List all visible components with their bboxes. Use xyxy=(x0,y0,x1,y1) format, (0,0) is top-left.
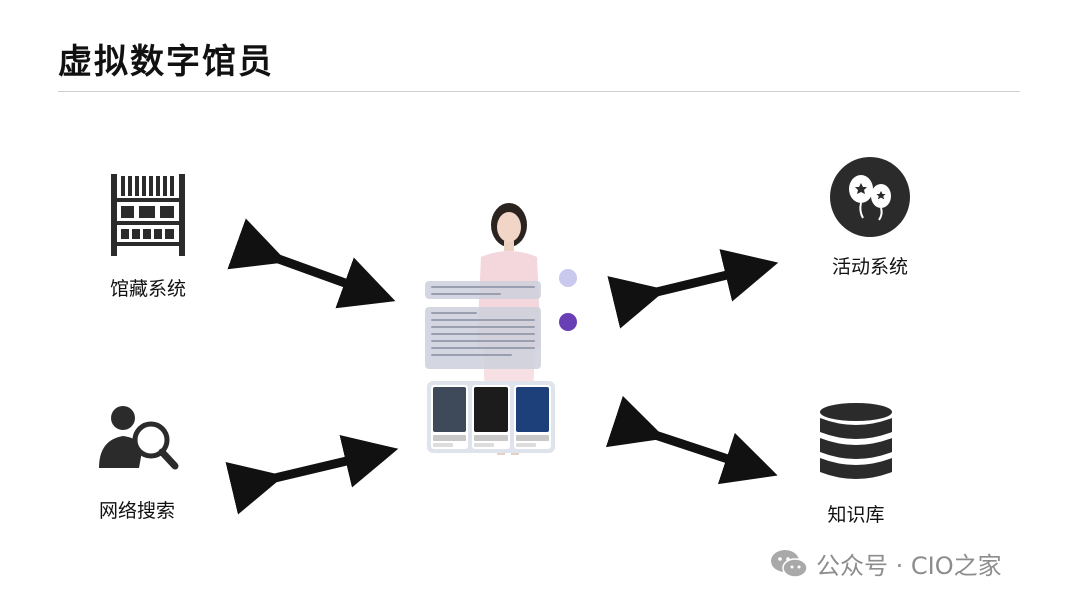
digital-librarian-screen xyxy=(421,197,583,461)
chat-bubble-answer xyxy=(425,307,541,369)
node-knowledge: 知识库 xyxy=(812,402,900,527)
wechat-icon xyxy=(771,549,808,578)
database-icon xyxy=(820,403,892,479)
chat-bubble-question xyxy=(425,281,541,299)
arrow-activity xyxy=(607,249,779,329)
title-divider xyxy=(58,91,1020,92)
node-knowledge-label: 知识库 xyxy=(827,504,885,526)
node-collection-label: 馆藏系统 xyxy=(109,278,186,300)
arrow-collection xyxy=(227,218,396,309)
bookshelf-icon xyxy=(111,174,185,256)
book-carousel[interactable] xyxy=(427,381,555,453)
node-web-search: 网络搜索 xyxy=(84,404,190,523)
watermark: 公众号 · CIO之家 xyxy=(770,546,1002,581)
arrow-knowledge xyxy=(605,395,778,485)
page-title: 虚拟数字馆员 xyxy=(58,42,274,82)
node-activity-label: 活动系统 xyxy=(831,256,908,278)
node-collection: 馆藏系统 xyxy=(98,172,198,301)
book-card[interactable] xyxy=(431,385,469,449)
node-web-search-label: 网络搜索 xyxy=(98,500,175,522)
book-card[interactable] xyxy=(513,385,551,449)
balloons-icon xyxy=(830,157,910,237)
book-card[interactable] xyxy=(472,385,510,449)
watermark-text: 公众号 · CIO之家 xyxy=(816,552,1002,580)
person-search-icon xyxy=(99,406,179,470)
arrow-web-search xyxy=(225,434,399,515)
node-activity: 活动系统 xyxy=(815,156,925,279)
pause-button[interactable] xyxy=(559,313,577,331)
assistant-button[interactable] xyxy=(559,269,577,287)
